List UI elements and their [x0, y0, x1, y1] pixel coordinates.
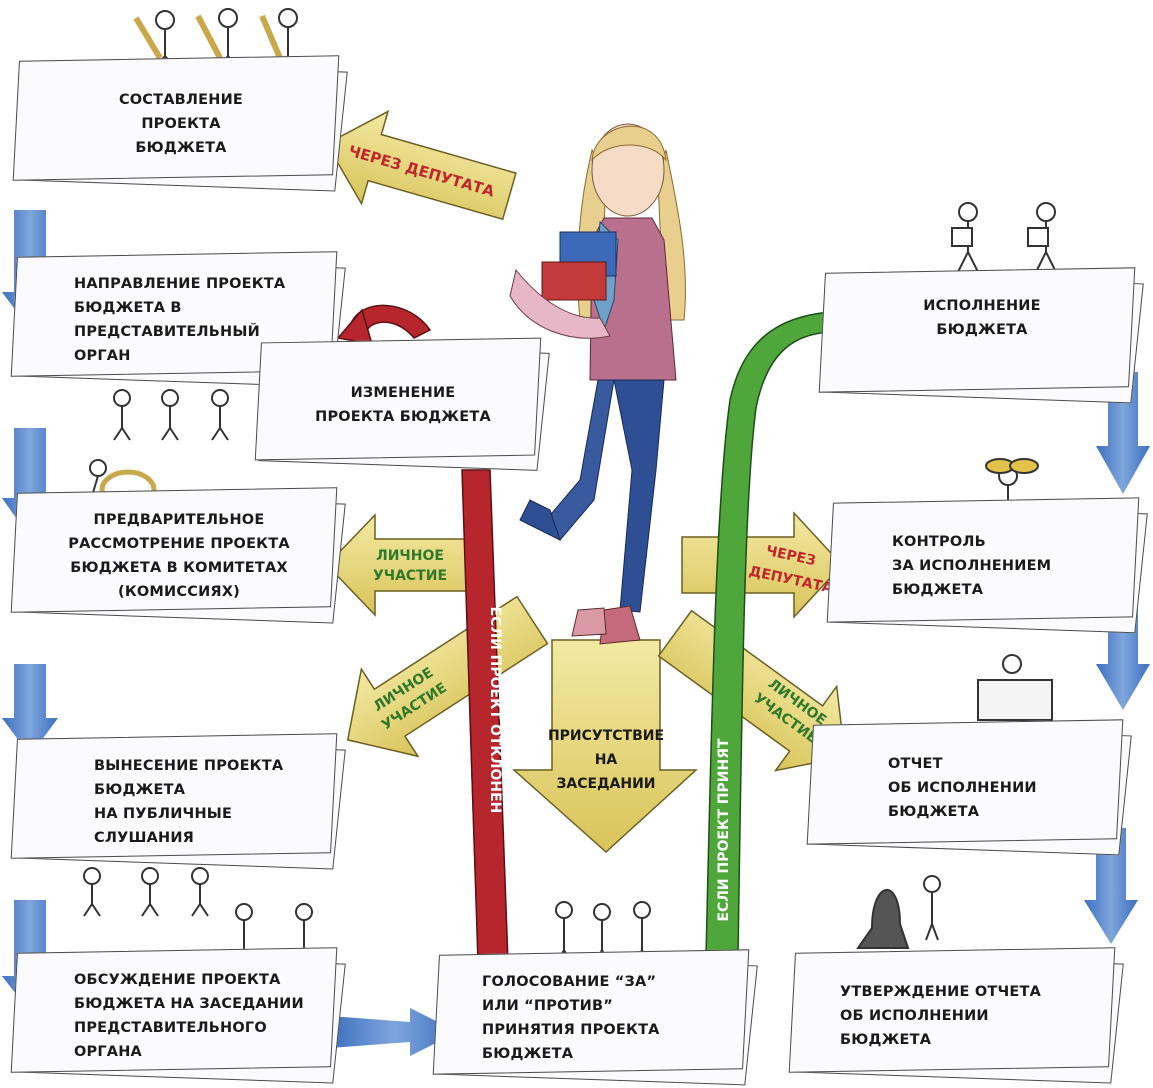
step-card-committee-review: ПРЕДВАРИТЕЛЬНОЕ РАССМОТРЕНИЕ ПРОЕКТА БЮД…	[10, 487, 346, 624]
step-card-public-hearings: ВЫНЕСЕНИЕ ПРОЕКТА БЮДЖЕТА НА ПУБЛИЧНЫЕ С…	[10, 733, 346, 870]
label-presence: ПРИСУТСТВИЕ НА ЗАСЕДАНИИ	[548, 728, 664, 792]
step-card-report-approval: УТВЕРЖДЕНИЕ ОТЧЕТА ОБ ИСПОЛНЕНИИ БЮДЖЕТА	[788, 947, 1124, 1084]
step-text-report: ОТЧЕТ ОБ ИСПОЛНЕНИИ БЮДЖЕТА	[888, 756, 1037, 820]
step-card-discussion: ОБСУЖДЕНИЕ ПРОЕКТА БЮДЖЕТА НА ЗАСЕДАНИИ …	[10, 947, 346, 1084]
ribbon-rejected	[336, 304, 509, 963]
step-text-discussion: ОБСУЖДЕНИЕ ПРОЕКТА БЮДЖЕТА НА ЗАСЕДАНИИ …	[74, 972, 304, 1060]
decorative-stick-figures	[38, 8, 1057, 963]
arrow-via-deputy	[325, 109, 517, 221]
step-text-draft-budget: СОСТАВЛЕНИЕ ПРОЕКТА БЮДЖЕТА	[118, 92, 244, 156]
step-card-vote: ГОЛОСОВАНИЕ “ЗА” ИЛИ “ПРОТИВ” ПРИНЯТИЯ П…	[432, 949, 758, 1086]
arrow-personal-left-1	[325, 513, 484, 617]
step-text-execution: ИСПОЛНЕНИЕ БЮДЖЕТА	[923, 298, 1041, 338]
label-personal-left-1: ЛИЧНОЕ УЧАСТИЕ	[373, 548, 447, 584]
step-card-send-budget: НАПРАВЛЕНИЕ ПРОЕКТА БЮДЖЕТА В ПРЕДСТАВИТ…	[10, 251, 346, 388]
step-card-execution: ИСПОЛНЕНИЕ БЮДЖЕТА	[818, 267, 1144, 404]
label-accepted: ЕСЛИ ПРОЕКТ ПРИНЯТ	[716, 738, 732, 922]
svg-text:УЧАСТИЕ: УЧАСТИЕ	[373, 568, 447, 584]
arrow-presence	[512, 639, 698, 854]
flow-arrow-down-7	[1084, 828, 1138, 944]
student-figure	[509, 123, 686, 645]
flow-arrow-down-3	[2, 664, 58, 756]
step-text-public-hearings: ВЫНЕСЕНИЕ ПРОЕКТА БЮДЖЕТА НА ПУБЛИЧНЫЕ С…	[94, 758, 284, 846]
flow-arrow-right-vote	[330, 1008, 458, 1056]
step-card-control: КОНТРОЛЬ ЗА ИСПОЛНЕНИЕМ БЮДЖЕТА	[826, 497, 1148, 634]
svg-text:ПРИСУТСТВИЕ: ПРИСУТСТВИЕ	[548, 728, 664, 744]
svg-text:ЛИЧНОЕ: ЛИЧНОЕ	[376, 548, 444, 564]
arrow-personal-right	[657, 609, 846, 772]
step-text-committee-review: ПРЕДВАРИТЕЛЬНОЕ РАССМОТРЕНИЕ ПРОЕКТА БЮД…	[68, 512, 290, 600]
step-text-vote: ГОЛОСОВАНИЕ “ЗА” ИЛИ “ПРОТИВ” ПРИНЯТИЯ П…	[482, 974, 660, 1062]
step-text-report-approval: УТВЕРЖДЕНИЕ ОТЧЕТА ОБ ИСПОЛНЕНИИ БЮДЖЕТА	[840, 984, 1041, 1048]
step-text-send-budget: НАПРАВЛЕНИЕ ПРОЕКТА БЮДЖЕТА В ПРЕДСТАВИТ…	[74, 276, 286, 364]
step-card-draft-budget: СОСТАВЛЕНИЕ ПРОЕКТА БЮДЖЕТА	[12, 55, 348, 192]
svg-text:ЗАСЕДАНИИ: ЗАСЕДАНИИ	[556, 776, 655, 792]
arrow-personal-left-2	[346, 595, 549, 758]
step-text-control: КОНТРОЛЬ ЗА ИСПОЛНЕНИЕМ БЮДЖЕТА	[892, 534, 1052, 598]
step-card-change-budget: ИЗМЕНЕНИЕ ПРОЕКТА БЮДЖЕТА	[254, 337, 550, 471]
svg-text:НА: НА	[595, 752, 618, 768]
step-card-report: ОТЧЕТ ОБ ИСПОЛНЕНИИ БЮДЖЕТА	[806, 719, 1132, 856]
label-rejected: ЕСЛИ ПРОЕКТ ОТКЛОНЕН	[487, 607, 503, 814]
step-text-change-budget: ИЗМЕНЕНИЕ ПРОЕКТА БЮДЖЕТА	[315, 385, 491, 425]
